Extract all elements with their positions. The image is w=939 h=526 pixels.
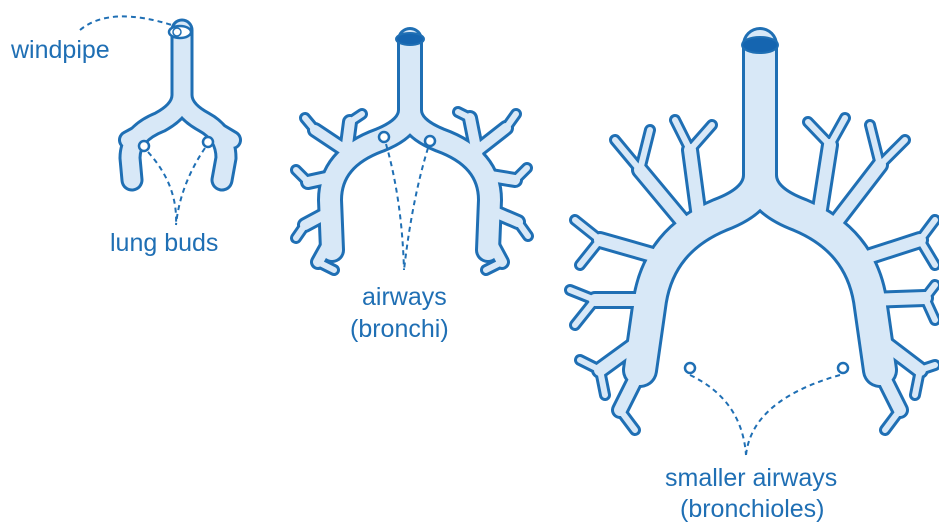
label-lung-buds: lung buds	[110, 228, 218, 258]
lung-bud-left	[139, 141, 149, 151]
label-airways: airways	[362, 282, 447, 312]
label-bronchi: (bronchi)	[350, 314, 449, 344]
bronchiole-marker-left	[685, 363, 695, 373]
label-smaller-airways: smaller airways	[665, 463, 837, 493]
stage1-lung-buds-figure	[128, 26, 232, 180]
airways-leader-left	[386, 144, 404, 270]
bronchus-marker-right	[425, 136, 435, 146]
stage2-windpipe-opening	[396, 33, 424, 45]
stage2-fill	[296, 40, 528, 270]
windpipe-leader	[80, 16, 175, 30]
stage3-windpipe-opening	[742, 37, 778, 53]
bronchioles-leader-right	[746, 375, 840, 455]
stage2-bronchi-figure	[296, 33, 528, 270]
bronchus-marker-left	[379, 132, 389, 142]
stage1-windpipe-lumen	[173, 28, 181, 36]
airways-leader-right	[404, 148, 428, 270]
bronchiole-marker-right	[838, 363, 848, 373]
label-bronchioles: (bronchioles)	[680, 494, 825, 524]
lung-buds-leader-left	[148, 152, 176, 225]
bronchioles-leader-left	[690, 375, 746, 455]
stage3-bronchioles-figure	[570, 37, 935, 430]
lung-buds-leader-right	[176, 148, 205, 225]
lung-bud-right	[203, 137, 213, 147]
label-windpipe: windpipe	[11, 35, 110, 65]
